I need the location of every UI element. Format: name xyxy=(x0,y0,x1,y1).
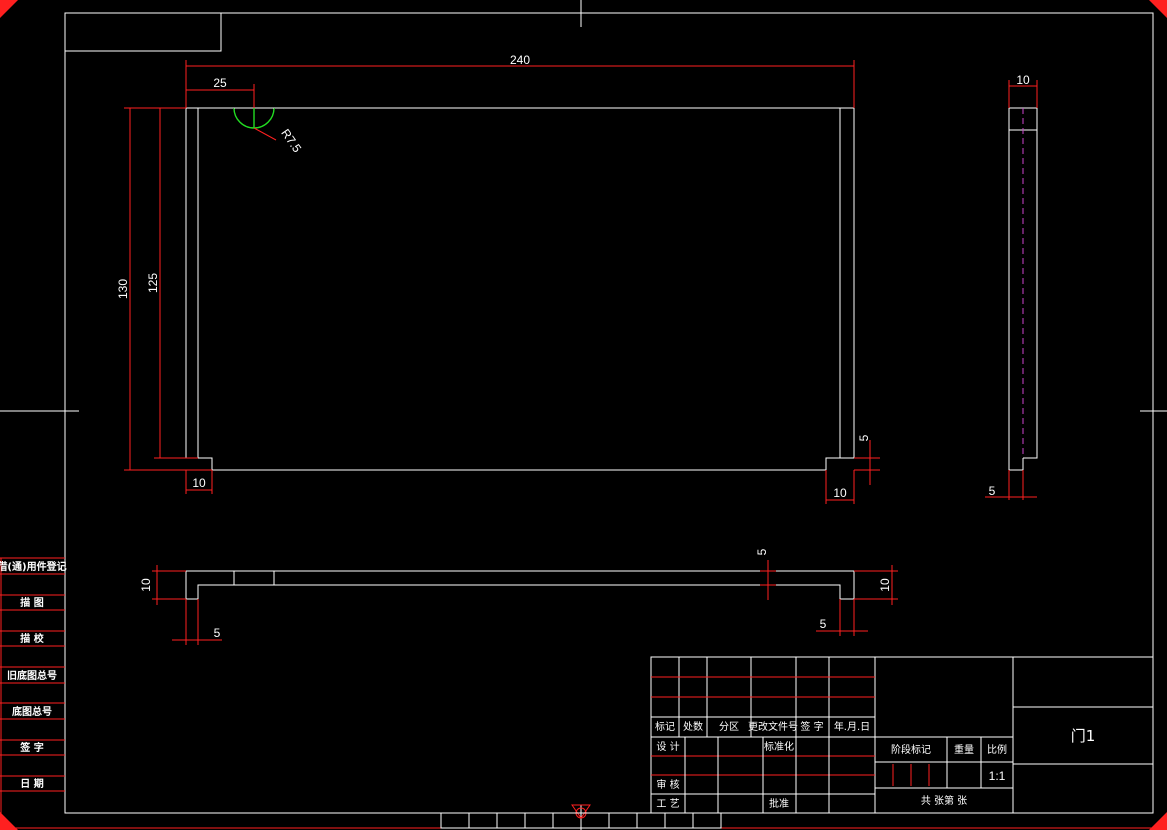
title-block: 标记 处数 分区 更改文件号 签 字 年.月.日 设 计 标准化 审 核 工 艺… xyxy=(650,656,1154,814)
dim-edge-offset: 25 xyxy=(213,76,227,90)
upper-left-label-box xyxy=(64,12,222,52)
left-registration-column: 借(通)用件登记 描 图 描 校 旧底图总号 底图总号 签 字 日 期 xyxy=(0,557,67,830)
bottom-view: 10 5 5 10 5 xyxy=(139,548,898,645)
dim-height-outer: 130 xyxy=(116,279,130,299)
tb-standardization: 标准化 xyxy=(764,740,794,753)
tb-date: 年.月.日 xyxy=(834,720,870,733)
tb-process: 工 艺 xyxy=(656,798,679,810)
dim-foot-right: 10 xyxy=(833,486,847,500)
reg-row-7: 日 期 xyxy=(20,777,43,790)
front-dimensions: 240 25 R7.5 130 125 10 10 5 xyxy=(116,53,880,504)
tb-review: 审 核 xyxy=(656,778,679,791)
dim-bottom-left-foot: 5 xyxy=(214,626,221,640)
dim-radius: R7.5 xyxy=(278,126,304,155)
dim-width-total: 240 xyxy=(510,53,530,67)
dim-bottom-right-foot: 5 xyxy=(820,617,827,631)
tb-count: 处数 xyxy=(683,720,703,733)
tb-stage-mark: 阶段标记 xyxy=(891,743,931,756)
dim-bottom-gap: 5 xyxy=(755,548,769,555)
tb-change-doc: 更改文件号 xyxy=(748,720,798,733)
tb-scale-label: 比例 xyxy=(987,743,1007,756)
tb-zone: 分区 xyxy=(719,721,739,733)
drawing-frame xyxy=(64,12,1154,814)
bottom-ruler xyxy=(440,812,722,829)
reg-row-4: 旧底图总号 xyxy=(7,669,57,682)
dim-bottom-right-height: 10 xyxy=(878,578,892,592)
reg-row-3: 描 校 xyxy=(20,632,44,645)
front-view xyxy=(185,107,855,471)
side-view: 10 5 xyxy=(985,73,1038,500)
dim-side-foot: 5 xyxy=(989,484,996,498)
tb-scale-value: 1:1 xyxy=(989,769,1006,783)
reg-row-5: 底图总号 xyxy=(12,705,52,718)
tb-design: 设 计 xyxy=(656,740,679,753)
tb-mark: 标记 xyxy=(655,721,675,733)
tb-part-name: 门1 xyxy=(1071,727,1096,745)
dim-height-inner: 125 xyxy=(146,273,160,293)
tb-approve: 批准 xyxy=(769,797,789,810)
reg-row-2: 描 图 xyxy=(20,596,43,609)
dim-bottom-left-height: 10 xyxy=(139,578,153,592)
dim-side-width: 10 xyxy=(1016,73,1030,87)
tb-sheets: 共 张第 张 xyxy=(921,794,967,807)
tb-weight: 重量 xyxy=(954,743,974,756)
reg-row-1: 借(通)用件登记 xyxy=(0,560,67,573)
tb-signature: 签 字 xyxy=(800,720,823,733)
dim-foot-left: 10 xyxy=(192,476,206,490)
dim-foot-gap: 5 xyxy=(857,434,871,441)
reg-row-6: 签 字 xyxy=(19,741,43,754)
